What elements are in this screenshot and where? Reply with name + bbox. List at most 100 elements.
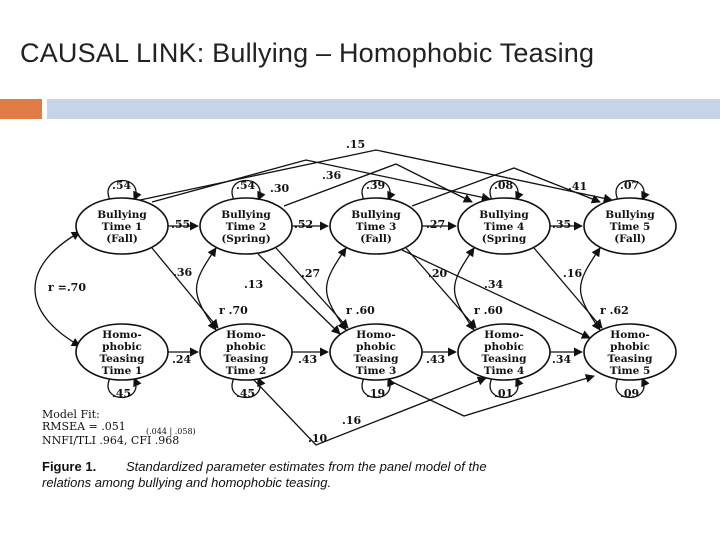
bullying-residual [231,180,266,201]
bullying-residual-value: .54 [236,179,255,192]
teasing-long-coef: .10 [308,432,327,445]
teasing-node-label: Teasing [100,353,146,365]
teasing-node-label: Time 5 [610,365,651,377]
teasing-node-label: Teasing [608,353,654,365]
residual-correlation [195,247,217,331]
teasing-node-label: Time 2 [226,365,267,377]
bullying-stability-coef: .55 [171,218,190,231]
residual-correlation-coef: r .62 [600,304,629,317]
teasing-long-coef: .16 [342,414,361,427]
teasing-node-label: Teasing [354,353,400,365]
teasing-residual-value: .45 [112,387,131,400]
bullying-node [329,197,423,255]
teasing-node [75,323,169,381]
bullying-stability-coef: .35 [552,218,571,231]
bullying-node-label: Time 1 [102,221,143,233]
bullying-residual-value: .39 [366,179,385,192]
bullying-node [199,197,293,255]
teasing-node-label: Time 4 [484,365,525,377]
lag2-coef: .41 [568,180,587,193]
teasing-node-label: Homo- [484,329,523,341]
time1-correlation-coef: r =.70 [48,281,86,294]
teasing-residual [489,377,524,398]
bullying-residual [107,180,142,201]
header-bar [47,99,720,119]
teasing-long-path [387,374,595,417]
bullying-node-label: Bullying [351,209,401,221]
caption-label: Figure 1. [42,459,96,474]
lag4-coef: .15 [346,138,365,151]
bullying-residual-value: .08 [494,179,513,192]
bullying-node-label: (Fall) [614,233,646,245]
teasing-node-label: Time 1 [102,365,143,377]
path-arrows [34,149,613,446]
bullying-residual-value: .54 [112,179,131,192]
teasing-node-label: Teasing [482,353,528,365]
teasing-stability-coef: .24 [172,353,191,366]
teasing-residual-value: .09 [620,387,639,400]
cross-lagged-coef: .13 [244,278,263,291]
teasing-node-label: Homo- [356,329,395,341]
bullying-node-label: Time 3 [356,221,397,233]
cross-lagged-coef: .34 [484,278,503,291]
teasing-node-label: phobic [102,341,142,353]
residual-loops [107,180,650,398]
bullying-node-label: Time 2 [226,221,267,233]
figure-caption: Figure 1. Standardized parameter estimat… [42,459,487,490]
bullying-node-label: (Fall) [106,233,138,245]
cross-lagged-arrow [401,249,591,339]
coefficient-labels: .54.54.39.08.07.45.45.19.01.09.15.36.30.… [48,138,639,445]
cross-lagged-coef: .16 [563,267,582,280]
teasing-residual [361,377,396,398]
teasing-stability-coef: .34 [552,353,571,366]
accent-bar [0,99,42,119]
lag2-bullying-path [283,163,473,207]
bullying-residual [489,180,524,201]
residual-correlation [325,247,347,331]
teasing-node-label: Time 3 [356,365,397,377]
teasing-residual [107,377,142,398]
slide-title: CAUSAL LINK: Bullying – Homophobic Teasi… [20,38,595,68]
bullying-stability-coef: .27 [426,218,445,231]
teasing-residual [231,377,266,398]
teasing-node-label: phobic [356,341,396,353]
fit-rmsea: RMSEA = .051 [42,420,126,433]
residual-correlation-coef: r .70 [219,304,248,317]
teasing-node-label: phobic [610,341,650,353]
bullying-node-label: Bullying [97,209,147,221]
residual-correlation-coef: r .60 [346,304,375,317]
fit-heading: Model Fit: [42,408,100,421]
teasing-node [583,323,677,381]
teasing-node [199,323,293,381]
residual-correlation [453,247,475,331]
teasing-node [329,323,423,381]
cross-lagged-arrow [151,247,219,329]
bullying-node-label: Bullying [221,209,271,221]
cross-lagged-coef: .20 [428,267,447,280]
teasing-node-label: phobic [226,341,266,353]
teasing-node-label: Teasing [224,353,270,365]
teasing-node-label: phobic [484,341,524,353]
lag2-coef: .30 [270,182,289,195]
bullying-node-label: Time 5 [610,221,651,233]
residual-correlation [579,247,601,331]
teasing-node [457,323,551,381]
bullying-node-label: (Spring) [221,233,270,245]
bullying-node [457,197,551,255]
teasing-residual-value: .19 [366,387,385,400]
teasing-node-label: Homo- [226,329,265,341]
teasing-node-label: Homo- [102,329,141,341]
bullying-node-label: Bullying [605,209,655,221]
lag2-bullying-path [411,167,601,207]
bullying-stability-coef: .52 [294,218,313,231]
caption-line-1: Standardized parameter estimates from th… [126,459,487,474]
bullying-node-label: Bullying [479,209,529,221]
cross-lagged-coef: .27 [301,267,320,280]
bullying-residual [361,180,396,201]
cross-lagged-arrow [257,253,341,335]
teasing-stability-coef: .43 [426,353,445,366]
model-fit: Model Fit: RMSEA = .051 (.044 | .058) NN… [42,408,196,447]
bullying-residual [615,180,650,201]
